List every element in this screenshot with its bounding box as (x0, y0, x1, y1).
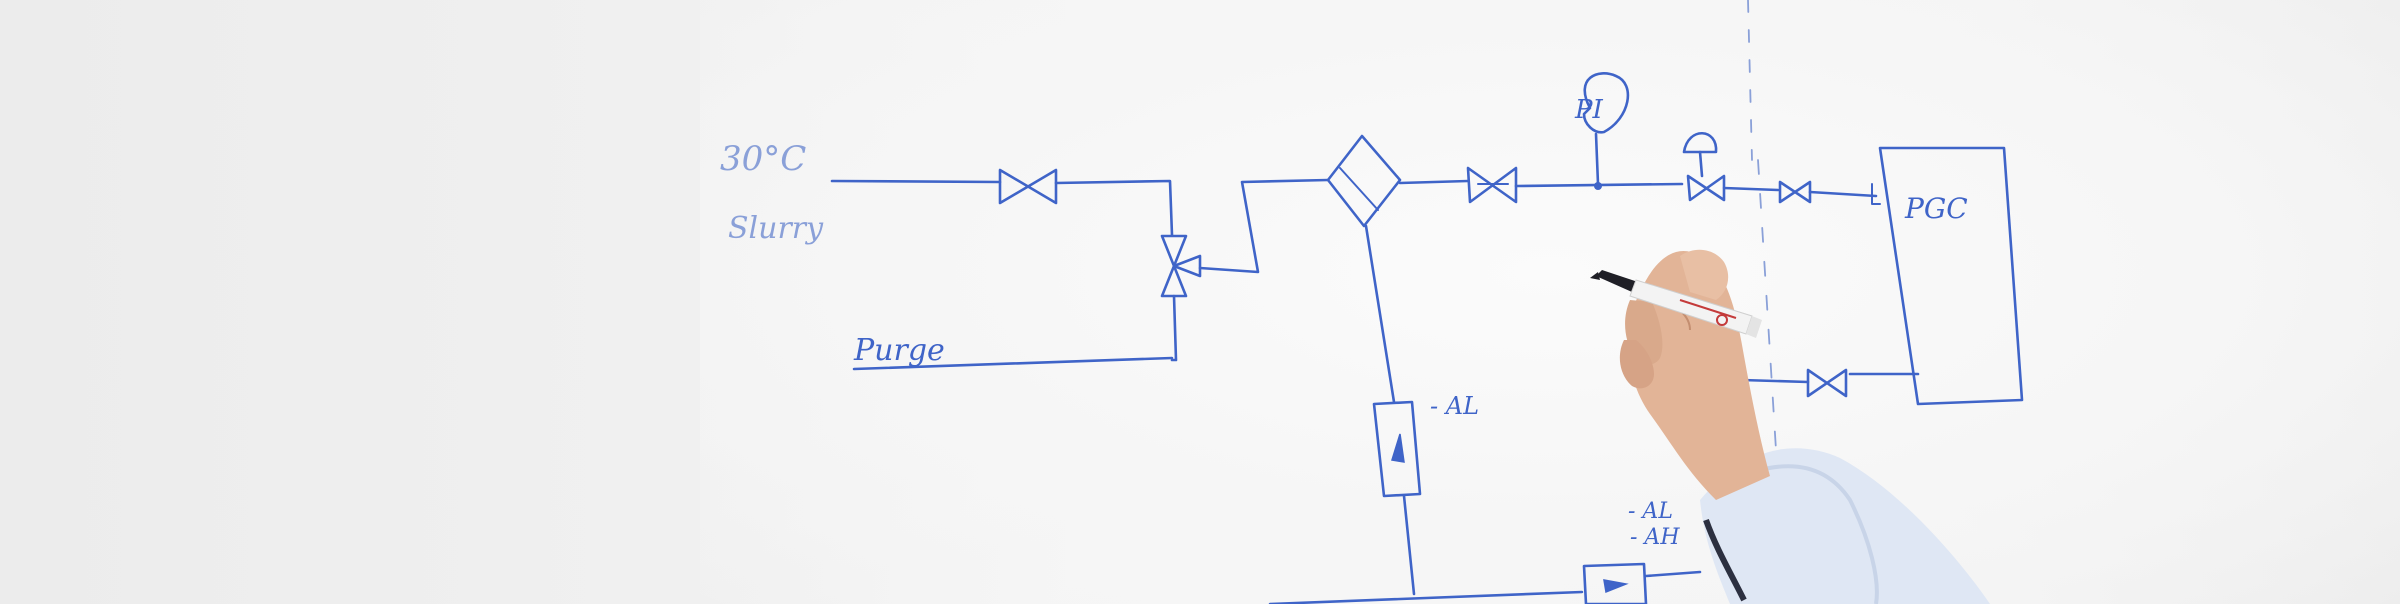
pi-label: PI (1574, 95, 1603, 125)
pipe-filter-down (1364, 224, 1396, 404)
pipe-purge (852, 356, 1174, 371)
pipe-3way-down (1170, 294, 1178, 362)
pipe-to-pgc (1808, 190, 1878, 198)
pipe-left-upper (830, 179, 1002, 184)
valve-2-icon (1466, 166, 1518, 204)
pipe-cv-to-valve3 (1722, 186, 1780, 192)
pipe-filter-to-valve2 (1398, 179, 1470, 185)
pgc-box: PGC (1878, 146, 2024, 406)
slurry-label: Slurry (728, 211, 824, 246)
ah-lower-label: - AH (1630, 525, 1680, 550)
dashed-boundary-lower (1757, 159, 1777, 451)
pipe-return-left (1740, 378, 1810, 384)
whiteboard (700, 0, 2400, 604)
pressure-indicator-icon: PI (1574, 72, 1630, 190)
purge-label: Purge (853, 333, 945, 368)
pipe-left-to-3way (1054, 179, 1174, 237)
whiteboard-marker (1590, 270, 1762, 338)
pgc-label: PGC (1904, 192, 1968, 225)
analyzer-element-icon (1372, 400, 1422, 498)
al-lower-label: - AL (1628, 499, 1673, 524)
al-upper-label: - AL (1430, 392, 1479, 420)
valve-4-icon (1806, 368, 1848, 398)
pgc-inlet (1871, 183, 1881, 205)
filter-diamond-icon (1326, 134, 1402, 228)
control-valve-icon (1682, 132, 1726, 202)
temperature-label: 30°C (720, 139, 806, 179)
pipe-3way-to-filter (1198, 178, 1330, 274)
valve-3-icon (1778, 180, 1812, 204)
valve-1-icon (998, 168, 1058, 205)
pipe-analyzer-down (1402, 494, 1416, 596)
three-way-valve-icon (1160, 234, 1202, 298)
pipe-bottom-right (1644, 570, 1702, 578)
pipe-bottom (1268, 590, 1584, 604)
dashed-boundary-upper (1747, 0, 1753, 161)
shirt-sleeve (1700, 448, 1990, 604)
bottom-instrument-icon (1582, 562, 1648, 604)
